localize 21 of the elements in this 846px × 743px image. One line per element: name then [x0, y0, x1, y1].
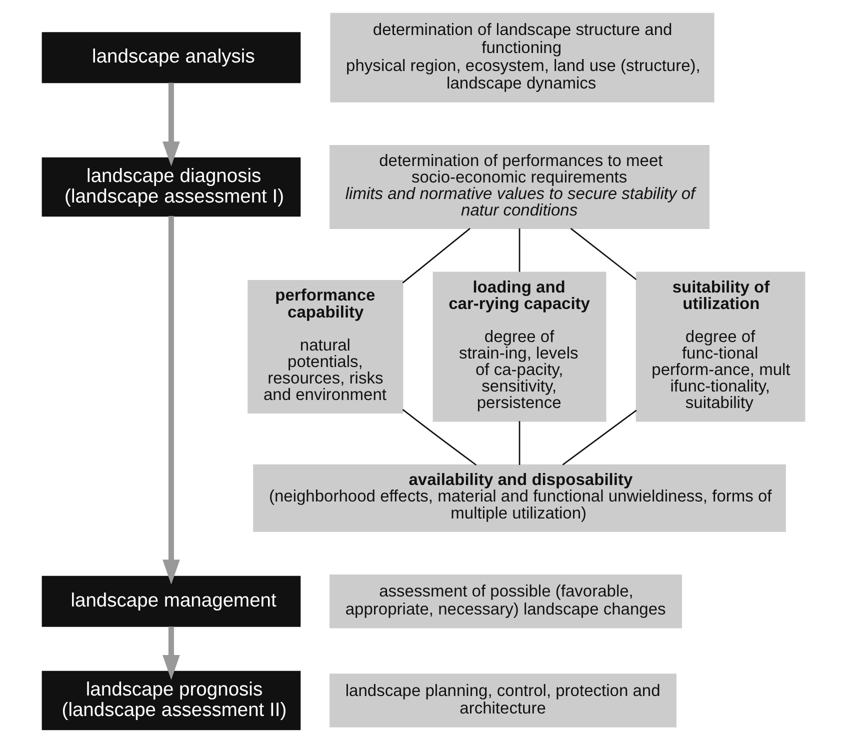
node-box: landscape planning, control, protection and architecture — [329, 674, 676, 728]
node-box: landscape prognosis (landscape assessment II) — [41, 670, 300, 730]
node-box: landscape management — [41, 576, 300, 627]
node-box: determination of performances to meet socio-economic requirements limits and normative values to secure stability of natur conditions — [329, 145, 709, 230]
connector — [518, 421, 520, 465]
connector — [562, 410, 636, 466]
connector — [518, 228, 520, 272]
node-box: landscape diagnosis (landscape assessment I) — [41, 157, 300, 217]
node-box: availability and disposability (neighborhood effects, material and functional unwieldiness, forms of multiple utilization) — [252, 464, 786, 532]
node-box: suitability of utilization degree of func-tional perform-ance, multifunc-tionality, suitability — [635, 272, 805, 422]
node-box: loading and car-rying capacity degree of strain-ing, levels of ca-pacity, sensitivity, persistence — [432, 272, 606, 422]
arrow — [162, 82, 180, 166]
node-box: landscape analysis — [41, 32, 300, 84]
connector — [570, 228, 636, 280]
node-box: determination of landscape structure and functioning physical region, ecosystem, land use (structure), landscape dynamics — [330, 12, 714, 102]
arrow — [162, 216, 180, 584]
connector — [402, 409, 476, 466]
node-box: performance capability natural potentials, resources, risks and environment — [247, 280, 403, 414]
arrow — [162, 626, 180, 680]
node-box: assessment of possible (favorable, appropriate, necessary) landscape changes — [329, 574, 682, 628]
connector — [402, 228, 470, 284]
